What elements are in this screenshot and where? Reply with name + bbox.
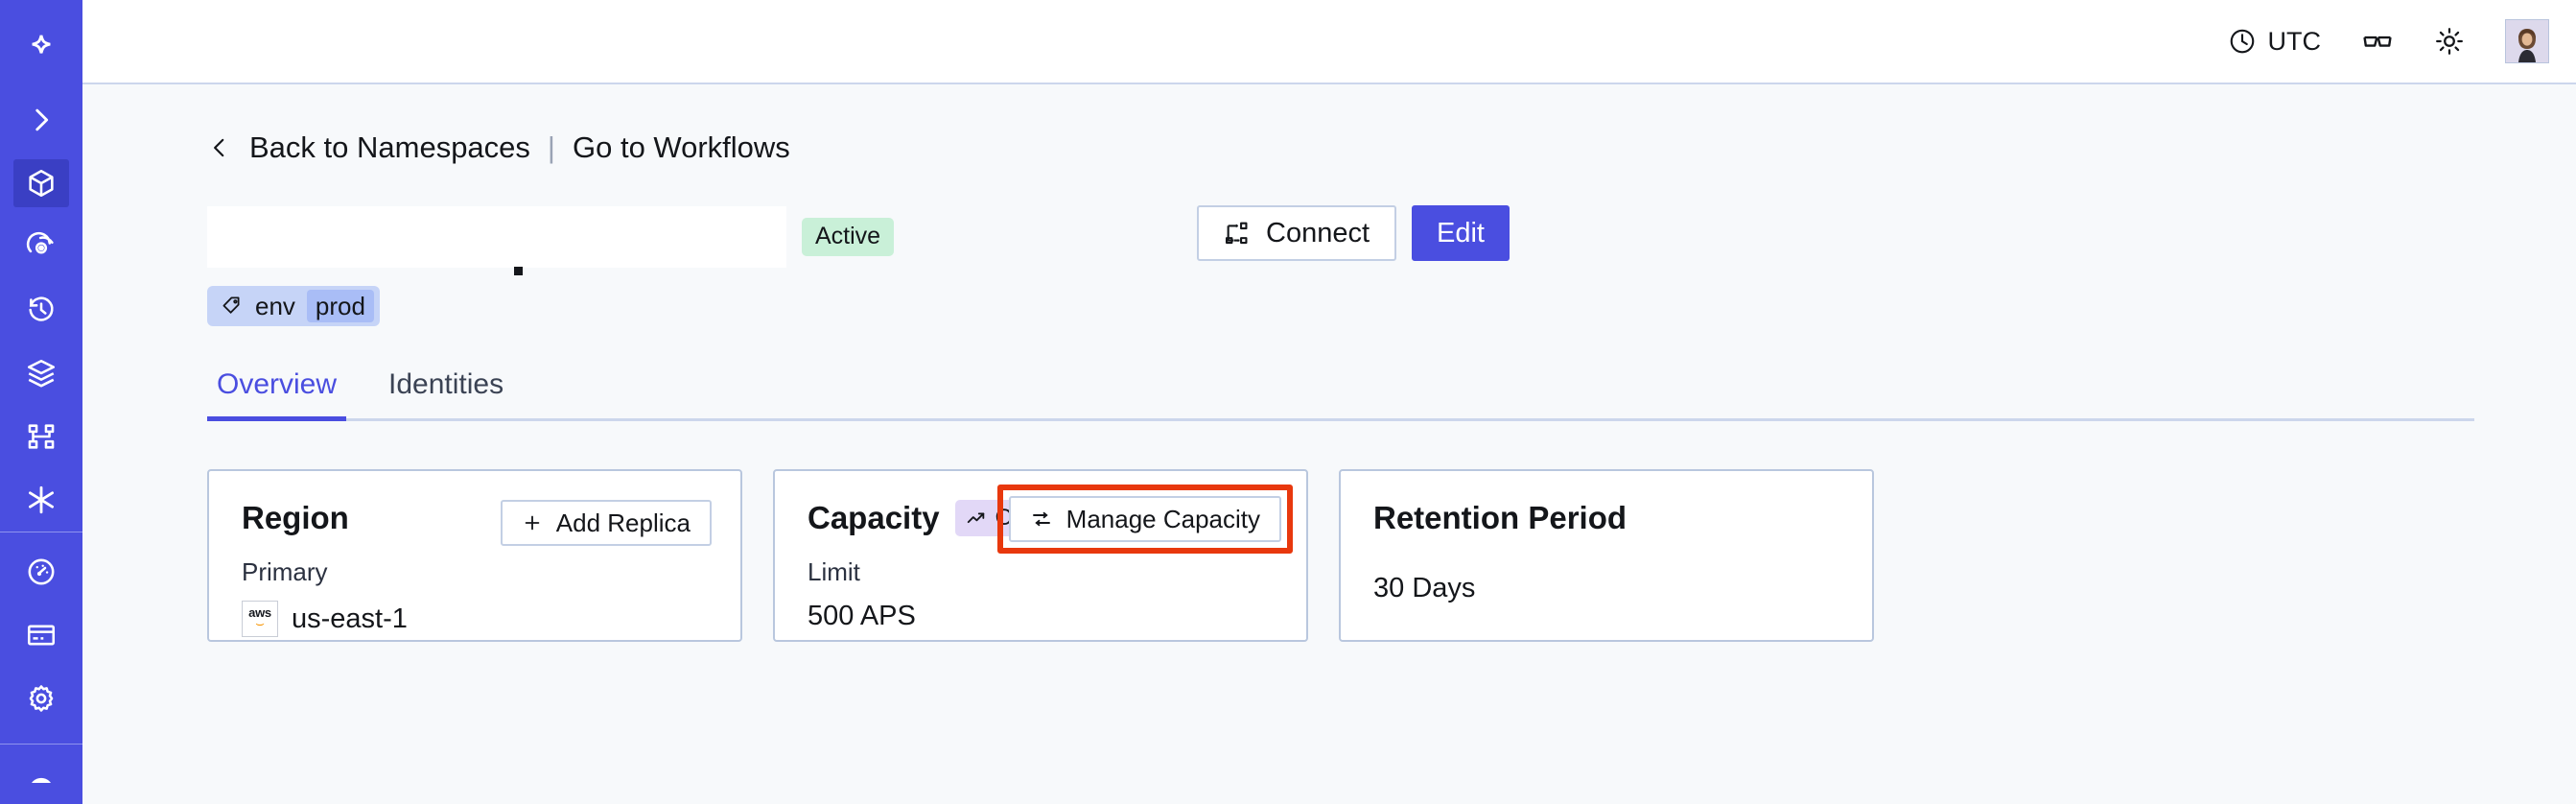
namespace-tags: env prod xyxy=(207,286,2576,326)
namespace-title-row: Active Co xyxy=(207,205,2576,275)
title-descender-mark xyxy=(514,267,523,275)
sidebar-item-namespaces[interactable] xyxy=(0,152,82,215)
aws-swoosh: ⌣ xyxy=(255,616,265,632)
aws-logo-text: aws xyxy=(248,605,271,620)
breadcrumb-back-link[interactable]: Back to Namespaces xyxy=(249,130,530,164)
sidebar-item-nexus[interactable] xyxy=(0,468,82,532)
asterisk-icon xyxy=(13,476,69,524)
retention-card-title: Retention Period xyxy=(1373,500,1628,535)
sidebar-item-billing[interactable] xyxy=(0,603,82,667)
tab-bar: Overview Identities xyxy=(207,368,2474,421)
capacity-limit-value: 500 APS xyxy=(808,601,916,631)
main-content: Back to Namespaces | Go to Workflows Act… xyxy=(82,86,2576,804)
add-replica-action: Add Replica xyxy=(500,500,712,546)
region-primary-value: us-east-1 xyxy=(292,603,408,634)
cube-icon xyxy=(13,159,69,207)
sidebar-item-settings[interactable] xyxy=(0,667,82,730)
region-card-title: Region xyxy=(242,500,349,535)
capacity-limit-label: Limit xyxy=(808,557,860,586)
nodes-icon xyxy=(13,413,69,461)
region-card-head: Region xyxy=(242,500,708,536)
sidebar-item-expand-sidebar[interactable] xyxy=(0,88,82,152)
gauge-icon xyxy=(13,548,69,596)
tab-identities[interactable]: Identities xyxy=(388,368,504,400)
connect-flow-icon xyxy=(1224,220,1251,247)
retention-card-head: Retention Period xyxy=(1373,500,1839,536)
glasses-icon xyxy=(2361,25,2394,58)
add-replica-button[interactable]: Add Replica xyxy=(500,500,712,546)
region-primary-value-row: aws ⌣ us-east-1 xyxy=(242,601,708,637)
theme-toggle-button[interactable] xyxy=(2434,26,2465,57)
sidebar-item-workers[interactable] xyxy=(0,405,82,468)
tab-overview[interactable]: Overview xyxy=(207,368,347,421)
sidebar-item-account[interactable] xyxy=(0,745,82,783)
breadcrumb: Back to Namespaces | Go to Workflows xyxy=(207,130,2576,165)
sidebar-item-usage[interactable] xyxy=(0,540,82,603)
region-card: Region Add Replica Primary xyxy=(207,469,742,642)
sidebar-divider-2 xyxy=(0,744,82,745)
manage-capacity-highlight: Manage Capacity xyxy=(996,485,1293,554)
tag-key: env xyxy=(255,291,295,320)
temporal-star-logo-icon xyxy=(13,20,69,68)
breadcrumb-workflows-link[interactable]: Go to Workflows xyxy=(572,130,790,164)
layers-icon xyxy=(13,349,69,397)
plus-icon xyxy=(522,512,543,533)
gear-icon xyxy=(13,674,69,722)
add-replica-label: Add Replica xyxy=(555,508,691,537)
capacity-card-title: Capacity xyxy=(808,500,940,535)
page-title xyxy=(207,206,786,268)
aws-logo-icon: aws ⌣ xyxy=(242,601,278,637)
tag-icon xyxy=(221,295,244,318)
namespace-actions: Connect Edit xyxy=(1197,205,1510,261)
user-circle-icon xyxy=(13,766,69,783)
sidebar-item-schedules[interactable] xyxy=(0,278,82,342)
connect-button-label: Connect xyxy=(1266,217,1370,248)
app-logo[interactable] xyxy=(0,0,82,88)
tag-value: prod xyxy=(306,289,374,323)
overview-cards: Region Add Replica Primary xyxy=(207,469,2576,642)
glasses-button[interactable] xyxy=(2361,25,2394,58)
manage-capacity-button[interactable]: Manage Capacity xyxy=(1008,496,1281,542)
connect-button[interactable]: Connect xyxy=(1197,205,1397,261)
eye-spiral-icon xyxy=(13,223,69,271)
edit-button-label: Edit xyxy=(1437,217,1485,248)
status-badge: Active xyxy=(802,218,895,256)
chevron-left-icon[interactable] xyxy=(207,133,232,162)
sliders-icon xyxy=(1030,508,1053,531)
avatar[interactable] xyxy=(2505,19,2549,63)
edit-button[interactable]: Edit xyxy=(1412,205,1510,261)
main-sidebar xyxy=(0,0,82,804)
clock-history-icon xyxy=(13,286,69,334)
trending-up-icon xyxy=(966,508,987,529)
manage-capacity-label: Manage Capacity xyxy=(1066,504,1260,533)
timezone-label: UTC xyxy=(2267,26,2322,56)
sidebar-item-batch-operations[interactable] xyxy=(0,342,82,405)
region-primary-label: Primary xyxy=(242,557,328,586)
retention-value: 30 Days xyxy=(1373,573,1476,603)
top-header-bar: UTC xyxy=(82,0,2576,84)
clock-icon xyxy=(2228,27,2257,56)
credit-card-icon xyxy=(13,611,69,659)
chevron-right-icon xyxy=(13,96,69,144)
timezone-selector[interactable]: UTC xyxy=(2228,26,2322,57)
sidebar-item-observability[interactable] xyxy=(0,215,82,278)
sun-icon xyxy=(2434,26,2465,57)
capacity-card: Capacity On-Demand xyxy=(773,469,1308,642)
retention-card: Retention Period 30 Days xyxy=(1339,469,1874,642)
tag-env[interactable]: env prod xyxy=(207,286,380,326)
breadcrumb-divider: | xyxy=(547,130,555,164)
